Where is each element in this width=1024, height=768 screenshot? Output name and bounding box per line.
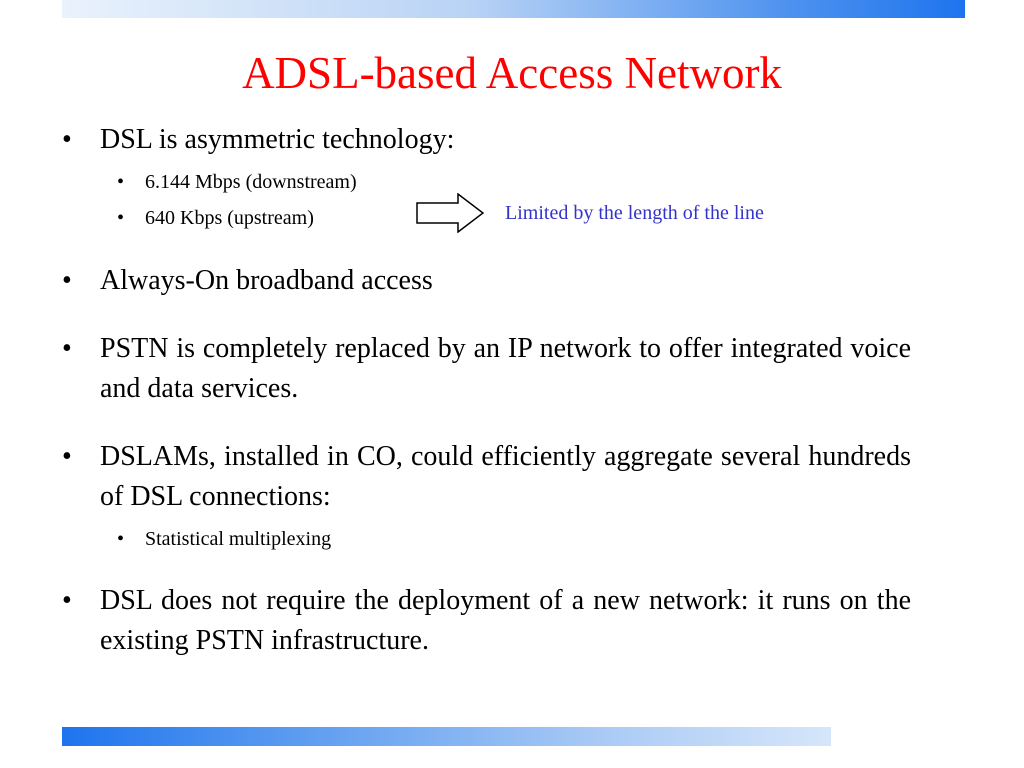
bullet-asymmetric: • DSL is asymmetric technology: [62,120,911,160]
slide-content: • DSL is asymmetric technology: • 6.144 … [62,120,911,661]
sub-bullet-text: Statistical multiplexing [145,528,332,550]
bullet-marker: • [62,265,72,296]
sub-bullet-marker: • [117,528,125,550]
sub-bullet-text: 640 Kbps (upstream) [145,207,314,229]
bullet-existing-infrastructure: • DSL does not require the deployment of… [62,581,911,661]
sub-bullet-marker: • [117,207,125,229]
top-decorative-bar [62,0,965,18]
bullet-pstn-replaced: • PSTN is completely replaced by an IP n… [62,329,911,409]
sub-bullet-upstream: • 640 Kbps (upstream) [62,203,911,233]
right-arrow-icon [416,192,485,234]
bullet-marker: • [62,333,72,364]
bullet-text: PSTN is completely replaced by an IP net… [100,333,911,404]
bullet-text: DSL is asymmetric technology: [100,124,455,155]
annotation-line-length: Limited by the length of the line [505,202,764,224]
bullet-dslams: • DSLAMs, installed in CO, could efficie… [62,437,911,517]
bullet-marker: • [62,441,72,472]
bullet-text: DSLAMs, installed in CO, could efficient… [100,441,911,512]
bullet-marker: • [62,124,72,155]
bullet-text: Always-On broadband access [100,265,433,296]
sub-bullet-text: 6.144 Mbps (downstream) [145,171,357,193]
sub-bullet-downstream: • 6.144 Mbps (downstream) [62,167,911,197]
slide-title: ADSL-based Access Network [242,48,782,98]
sub-bullet-marker: • [117,171,125,193]
bullet-text: DSL does not require the deployment of a… [100,585,911,656]
bottom-decorative-bar [62,727,831,746]
bullet-marker: • [62,585,72,616]
sub-bullet-statistical-multiplexing: • Statistical multiplexing [62,524,911,554]
bullet-always-on: • Always-On broadband access [62,261,911,301]
